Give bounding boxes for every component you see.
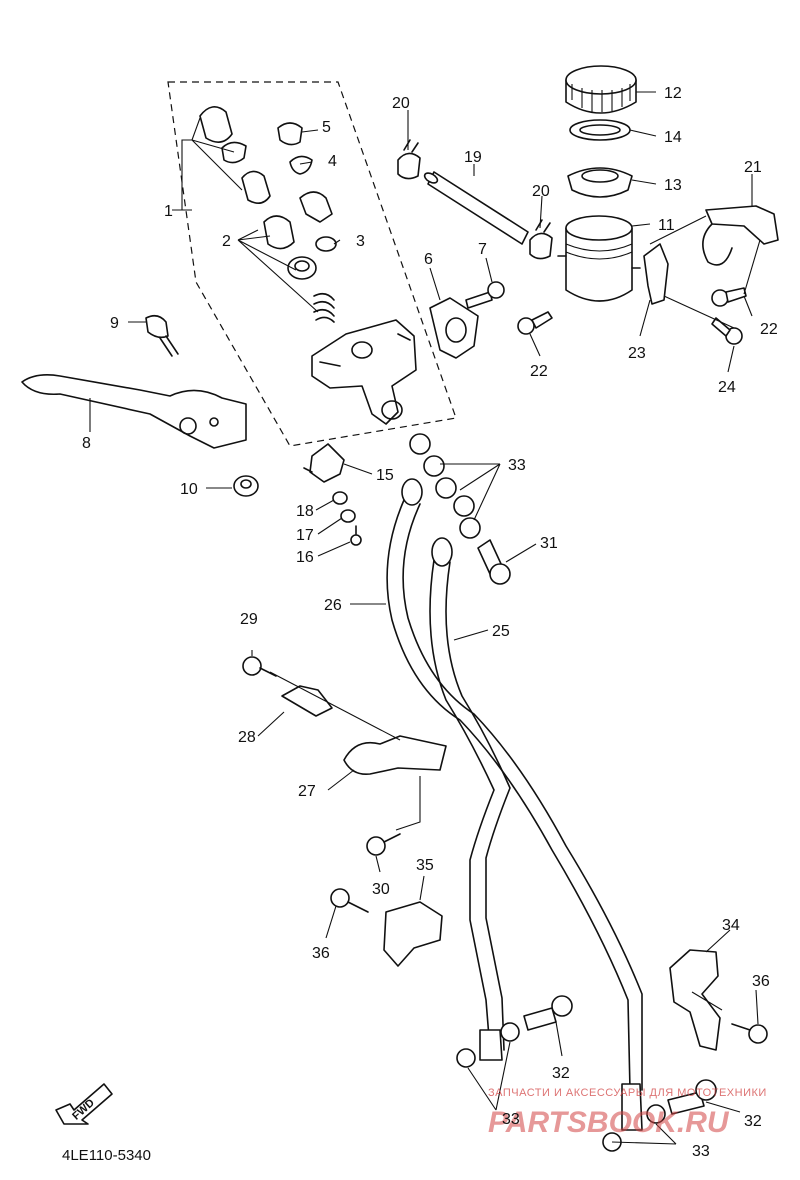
- callout-4: 4: [328, 153, 337, 170]
- reservoir-hose[interactable]: [423, 171, 529, 245]
- union-fitting[interactable]: [299, 191, 333, 223]
- callout-36-left: 36: [312, 945, 330, 962]
- callout-labels: 1 2 3 4 5 6 7 8 9 10 11 12 13 14 15 16 1…: [82, 85, 778, 1160]
- callout-7: 7: [478, 241, 487, 258]
- callout-8: 8: [82, 435, 91, 452]
- plate-bolt-24[interactable]: [711, 317, 743, 345]
- hose-guide-27[interactable]: [343, 735, 447, 776]
- master-cylinder-kit-boundary: [167, 81, 457, 447]
- bracket-bolt-22a[interactable]: [517, 311, 553, 335]
- callout-27: 27: [298, 783, 316, 800]
- callout-12: 12: [664, 85, 682, 102]
- callout-13: 13: [664, 177, 682, 194]
- bracket-bolt-22b[interactable]: [711, 287, 747, 307]
- callout-6: 6: [424, 251, 433, 268]
- lower-union-right[interactable]: [602, 1083, 666, 1152]
- hose-guide-35[interactable]: [383, 901, 443, 967]
- guide-bolt-30[interactable]: [366, 833, 401, 856]
- callout-1: 1: [164, 203, 173, 220]
- hose-guide-34[interactable]: [669, 949, 721, 1051]
- callout-9: 9: [110, 315, 119, 332]
- brake-light-switch[interactable]: [303, 443, 345, 483]
- callout-15: 15: [376, 467, 394, 484]
- hose-guide-28[interactable]: [281, 685, 333, 717]
- callout-28: 28: [238, 729, 256, 746]
- reservoir-cap[interactable]: [565, 65, 637, 114]
- callout-33-upper: 33: [508, 457, 526, 474]
- reservoir-plate[interactable]: [643, 243, 669, 305]
- hose-union-upper[interactable]: [409, 433, 481, 539]
- union-bolt-32b[interactable]: [667, 1079, 717, 1115]
- piston-kit-cup[interactable]: [263, 215, 295, 250]
- hose-clip-lower[interactable]: [529, 219, 553, 260]
- leader-lines: [89, 91, 761, 1145]
- brake-hose-25[interactable]: [429, 537, 511, 1051]
- forward-arrow-icon: FWD: [55, 1083, 113, 1125]
- washer-18[interactable]: [332, 491, 348, 505]
- piston-kit-circlip[interactable]: [221, 141, 247, 164]
- piston-kit-seal[interactable]: [287, 256, 317, 280]
- reservoir-bracket[interactable]: [702, 205, 779, 266]
- reservoir-tank[interactable]: [557, 215, 641, 302]
- callout-33-lower: 33: [692, 1143, 710, 1160]
- piston-kit-boot[interactable]: [199, 106, 233, 143]
- callout-19: 19: [464, 149, 482, 166]
- watermark-line2: PARTSBOOK.RU: [488, 1106, 730, 1139]
- piston-kit-piston[interactable]: [241, 170, 271, 204]
- callout-33-mid: 33: [502, 1111, 520, 1128]
- callout-22-left: 22: [530, 363, 548, 380]
- o-ring-3[interactable]: [315, 236, 337, 252]
- callout-35: 35: [416, 857, 434, 874]
- guide-bolt-29[interactable]: [242, 656, 277, 677]
- callout-23: 23: [628, 345, 646, 362]
- callout-10: 10: [180, 481, 198, 498]
- callout-36-right: 36: [752, 973, 770, 990]
- callout-2: 2: [222, 233, 231, 250]
- union-bolt-32a[interactable]: [523, 995, 573, 1031]
- brake-lever[interactable]: [21, 374, 247, 449]
- diagram-code: 4LE110-5340: [62, 1147, 151, 1164]
- reservoir-diaphragm[interactable]: [567, 167, 633, 198]
- callout-30: 30: [372, 881, 390, 898]
- lower-union-left[interactable]: [456, 1022, 520, 1068]
- brake-hose-26[interactable]: [386, 478, 643, 1091]
- callout-25: 25: [492, 623, 510, 640]
- callout-29: 29: [240, 611, 258, 628]
- guide-bolt-36b[interactable]: [731, 1023, 768, 1044]
- hose-clip-upper[interactable]: [397, 139, 421, 180]
- pivot-bolt-nut[interactable]: [233, 475, 259, 497]
- callout-17: 17: [296, 527, 314, 544]
- callout-24: 24: [718, 379, 736, 396]
- callout-31: 31: [540, 535, 558, 552]
- callout-3: 3: [356, 233, 365, 250]
- callout-21: 21: [744, 159, 762, 176]
- circlip-4[interactable]: [289, 155, 313, 175]
- lever-pivot-bolt[interactable]: [145, 314, 179, 357]
- screw-16[interactable]: [350, 525, 362, 546]
- master-cylinder-holder[interactable]: [429, 297, 479, 359]
- piston-kit-spring[interactable]: [313, 292, 335, 323]
- master-cylinder-body[interactable]: [311, 319, 417, 425]
- callout-16: 16: [296, 549, 314, 566]
- diaphragm-holder[interactable]: [569, 119, 631, 141]
- callout-18: 18: [296, 503, 314, 520]
- callout-5: 5: [322, 119, 331, 136]
- washer-17[interactable]: [340, 509, 356, 523]
- callout-34: 34: [722, 917, 740, 934]
- callout-22-right: 22: [760, 321, 778, 338]
- guide-bolt-36a[interactable]: [330, 888, 369, 913]
- callout-32-right: 32: [744, 1113, 762, 1130]
- callout-20-lower: 20: [532, 183, 550, 200]
- boot-5[interactable]: [277, 122, 303, 146]
- union-bolt-31[interactable]: [477, 539, 511, 585]
- watermark-line1: ЗАПЧАСТИ И АКСЕССУАРЫ ДЛЯ МОТОТЕХНИКИ: [488, 1087, 767, 1099]
- callout-11: 11: [658, 217, 675, 234]
- callout-14: 14: [664, 129, 682, 146]
- callout-20-upper: 20: [392, 95, 410, 112]
- callout-26: 26: [324, 597, 342, 614]
- holder-bolt-7[interactable]: [465, 281, 505, 309]
- callout-32-left: 32: [552, 1065, 570, 1082]
